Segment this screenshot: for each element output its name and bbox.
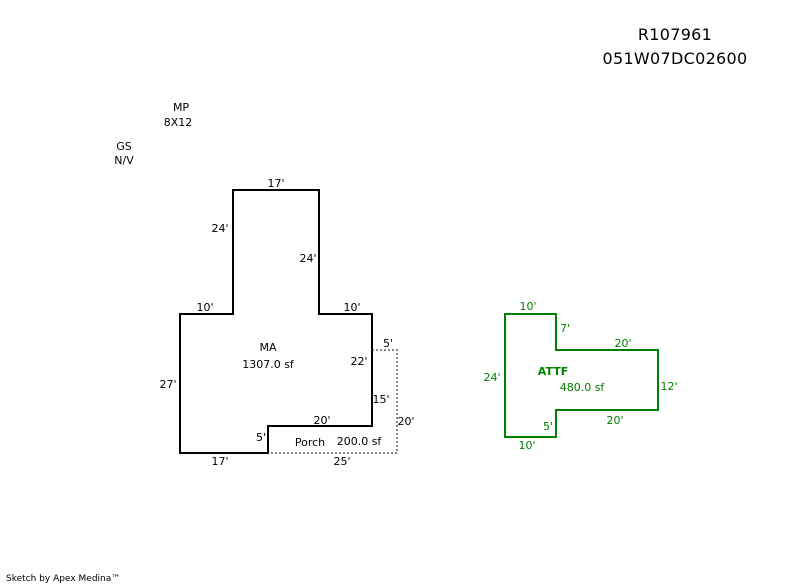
dim-label: 10'	[519, 300, 536, 313]
dim-label: 5'	[543, 420, 553, 433]
note-detail: 8X12	[164, 116, 193, 129]
dim-label: 24'	[299, 252, 316, 265]
dim-label: 24'	[211, 222, 228, 235]
main-area-outline	[179, 189, 373, 454]
dim-label: 10'	[196, 301, 213, 314]
dim-label: 25'	[333, 455, 350, 468]
attf-name: ATTF	[538, 365, 568, 378]
dim-label: 5'	[256, 431, 266, 444]
porch-outline	[268, 349, 398, 454]
dim-label: 27'	[159, 378, 176, 391]
dim-label: 12'	[660, 380, 677, 393]
main-area-name: MA	[259, 341, 276, 354]
attf-size: 480.0 sf	[560, 381, 606, 394]
porch-name: Porch	[295, 436, 325, 449]
dim-label: 5'	[383, 337, 393, 350]
sketch-credit: Sketch by Apex Medina™	[6, 574, 121, 584]
dim-label: 10'	[518, 439, 535, 452]
dim-label: 15'	[372, 393, 389, 406]
map-number: 051W07DC02600	[602, 49, 748, 68]
dim-label: 24'	[483, 371, 500, 384]
dim-label: 10'	[343, 301, 360, 314]
dim-label: 20'	[614, 337, 631, 350]
main-area-size: 1307.0 sf	[242, 358, 295, 371]
porch-size: 200.0 sf	[337, 435, 383, 448]
parcel-id: R107961	[637, 25, 713, 44]
dim-label: 17'	[211, 455, 228, 468]
note-detail: N/V	[114, 154, 134, 167]
dim-label: 20'	[313, 414, 330, 427]
dim-label: 20'	[397, 415, 414, 428]
attf-outline	[504, 313, 659, 438]
dim-label: 7'	[560, 322, 570, 335]
dim-label: 17'	[267, 177, 284, 190]
dim-label: 20'	[606, 414, 623, 427]
note-code: MP	[173, 101, 189, 114]
dim-label: 22'	[350, 355, 367, 368]
note-code: GS	[116, 140, 132, 153]
